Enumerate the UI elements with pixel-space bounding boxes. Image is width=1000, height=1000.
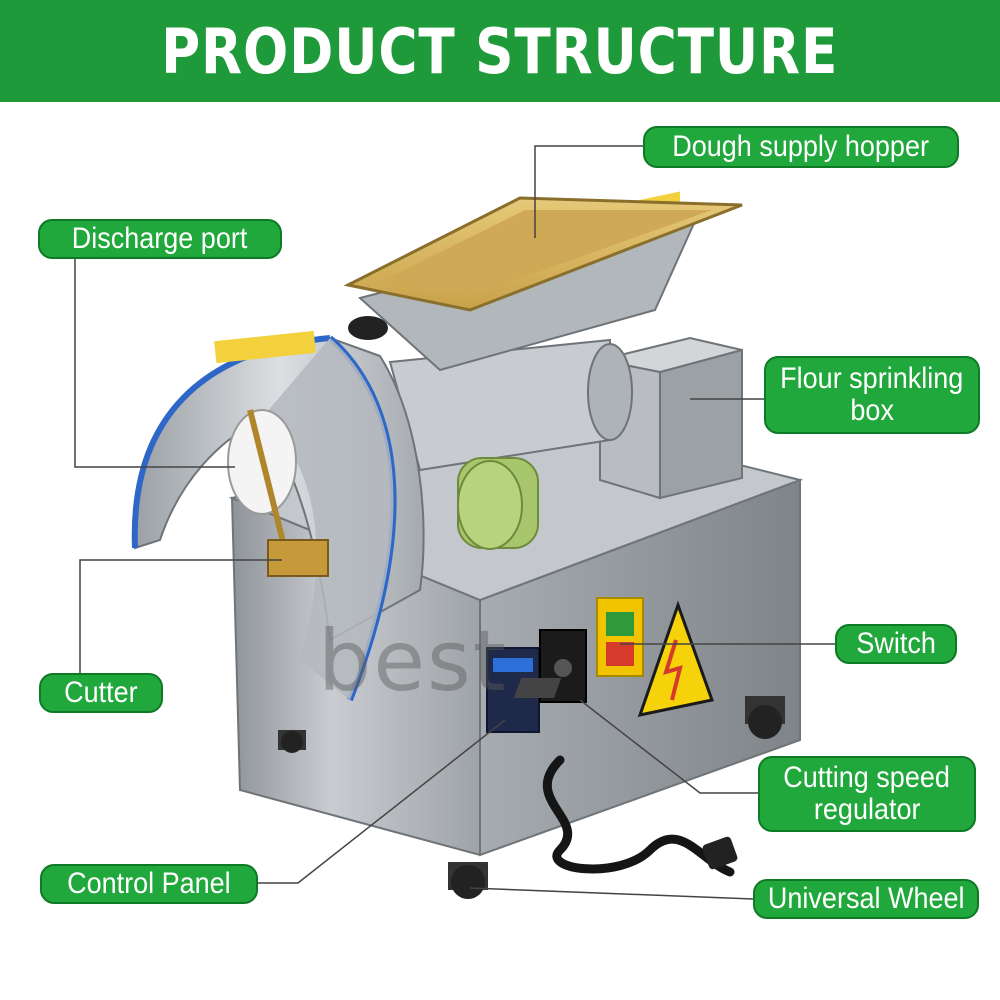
label-discharge-port: Discharge port	[38, 219, 282, 259]
label-flour-sprinkling-box: Flour sprinkling box	[764, 356, 980, 434]
warning-bolt	[662, 639, 683, 701]
line-control	[258, 719, 506, 884]
label-dough-supply-hopper: Dough supply hopper	[643, 126, 959, 168]
power-plug	[702, 836, 738, 870]
label-control-panel: Control Panel	[40, 864, 258, 904]
line-discharge	[74, 256, 235, 468]
label-universal-wheel: Universal Wheel	[753, 879, 979, 919]
cutter-bracket	[267, 539, 329, 577]
label-cutter: Cutter	[39, 673, 163, 713]
hood-sticker	[214, 330, 316, 364]
hood-face	[260, 338, 394, 700]
hopper-inner	[380, 210, 712, 296]
label-cutting-speed-regulator: Cutting speed regulator	[758, 756, 976, 832]
line-cutter	[79, 559, 282, 675]
title-banner: PRODUCT STRUCTURE	[0, 0, 1000, 102]
flour-box-top	[599, 336, 743, 374]
motor-cap	[457, 460, 523, 550]
control-display	[493, 658, 533, 672]
page-title: PRODUCT STRUCTURE	[161, 14, 839, 88]
line-speed	[579, 699, 758, 794]
wheel-plate-right	[513, 678, 562, 698]
label-switch: Switch	[835, 624, 957, 664]
switch-green	[606, 612, 634, 636]
line-wheel	[469, 887, 754, 900]
wheel-front-center	[448, 862, 488, 899]
line-hopper	[534, 145, 643, 238]
wheel-front-left	[278, 730, 306, 753]
warning-triangle	[637, 600, 714, 718]
callout-lines	[74, 145, 835, 900]
knob	[348, 316, 388, 340]
power-cord	[542, 755, 735, 877]
watermark: best	[318, 612, 508, 710]
speed-dial	[554, 659, 572, 677]
wheel-back-right	[745, 696, 785, 739]
flour-box-side	[659, 348, 743, 500]
switch-red	[606, 642, 634, 666]
roller-end	[587, 343, 633, 441]
